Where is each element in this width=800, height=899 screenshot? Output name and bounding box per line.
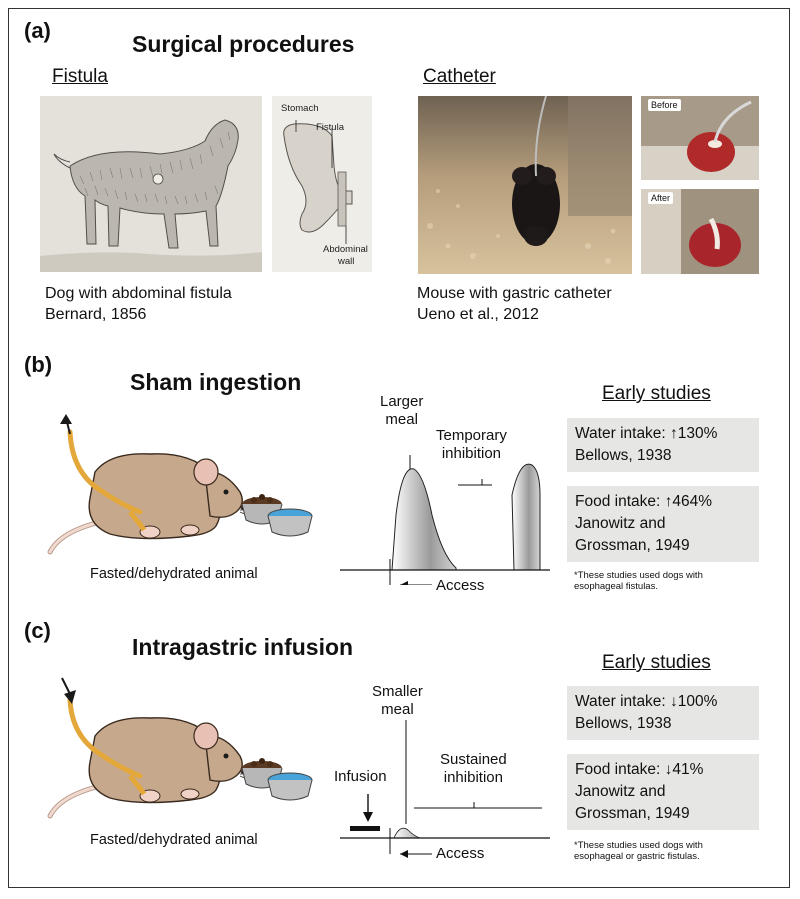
early-studies-heading-b: Early studies <box>602 383 711 404</box>
after-label: After <box>648 192 674 204</box>
fistula-label: Fistula <box>316 122 344 133</box>
fistula-heading: Fistula <box>52 66 108 87</box>
infusion-mouse-illustration <box>40 676 340 826</box>
panel-a-label: (a) <box>24 18 51 43</box>
food-intake-b: Food intake: ↑464% <box>575 493 713 510</box>
footnote-b-1: *These studies used dogs with <box>574 570 703 581</box>
figure-frame <box>8 8 790 888</box>
dog-caption-2: Bernard, 1856 <box>45 306 147 323</box>
sustained-inhibition-label: Sustained inhibition <box>440 751 507 787</box>
abdominal-label: Abdominal <box>323 244 368 255</box>
food-ref1-b: Janowitz and <box>575 515 666 532</box>
water-intake-c: Water intake: ↓100% <box>575 693 718 710</box>
inhibition-label-b: inhibition <box>441 445 502 462</box>
sham-access-label: Access <box>436 577 485 594</box>
mouse-caption-1: Mouse with gastric catheter <box>417 285 612 302</box>
meal-label-b: meal <box>385 411 418 428</box>
smaller-meal-label: Smaller meal <box>372 683 423 719</box>
inhibition-label-c: inhibition <box>443 769 503 786</box>
meal-label-c: meal <box>381 701 414 718</box>
sham-graph <box>340 455 550 589</box>
infusion-graph <box>340 720 550 860</box>
catheter-heading: Catheter <box>423 66 496 87</box>
panel-a-title: Surgical procedures <box>132 31 355 57</box>
infusion-label: Infusion <box>334 768 387 785</box>
footnote-b: *These studies used dogs with esophageal… <box>574 570 703 592</box>
panel-b-title: Sham ingestion <box>130 369 302 395</box>
food-ref2-b: Grossman, 1949 <box>575 537 690 554</box>
before-label: Before <box>648 99 681 111</box>
dog-caption-1: Dog with abdominal fistula <box>45 285 232 302</box>
mouse-catheter-photo <box>418 96 632 274</box>
study-box-food-b: Food intake: ↑464% Janowitz and Grossman… <box>567 486 759 562</box>
mouse-caption-2: Ueno et al., 2012 <box>417 306 539 323</box>
panel-c-label: (c) <box>24 618 51 643</box>
sustained-label: Sustained <box>440 751 507 768</box>
panel-b-label: (b) <box>24 352 53 377</box>
temporary-inhibition-label: Temporary inhibition <box>436 427 507 463</box>
larger-meal-label: Larger meal <box>380 393 423 429</box>
study-box-food-c: Food intake: ↓41% Janowitz and Grossman,… <box>567 754 759 830</box>
smaller-label: Smaller <box>372 683 423 700</box>
footnote-c-1: *These studies used dogs with <box>574 840 703 851</box>
early-studies-heading-c: Early studies <box>602 652 711 673</box>
water-ref-b: Bellows, 1938 <box>575 447 672 464</box>
food-ref1-c: Janowitz and <box>575 783 666 800</box>
footnote-c-2: esophageal or gastric fistulas. <box>574 851 700 862</box>
sham-animal-caption: Fasted/dehydrated animal <box>90 566 258 582</box>
study-box-water-b: Water intake: ↑130% Bellows, 1938 <box>567 418 759 472</box>
abdominal-wall-label: wall <box>338 256 355 267</box>
study-box-water-c: Water intake: ↓100% Bellows, 1938 <box>567 686 759 740</box>
infusion-access-label: Access <box>436 845 485 862</box>
food-ref2-c: Grossman, 1949 <box>575 805 690 822</box>
larger-label: Larger <box>380 393 424 410</box>
water-intake-b: Water intake: ↑130% <box>575 425 718 442</box>
dog-illustration <box>40 96 262 272</box>
water-ref-c: Bellows, 1938 <box>575 715 672 732</box>
infusion-animal-caption: Fasted/dehydrated animal <box>90 832 258 848</box>
stomach-fistula-diagram <box>272 96 372 272</box>
footnote-c: *These studies used dogs with esophageal… <box>574 840 703 862</box>
stomach-label: Stomach <box>281 103 319 114</box>
sham-mouse-illustration <box>40 412 340 562</box>
temporary-label: Temporary <box>436 427 507 444</box>
footnote-b-2: esophageal fistulas. <box>574 581 658 592</box>
panel-c-title: Intragastric infusion <box>132 634 354 660</box>
food-intake-c: Food intake: ↓41% <box>575 761 704 778</box>
